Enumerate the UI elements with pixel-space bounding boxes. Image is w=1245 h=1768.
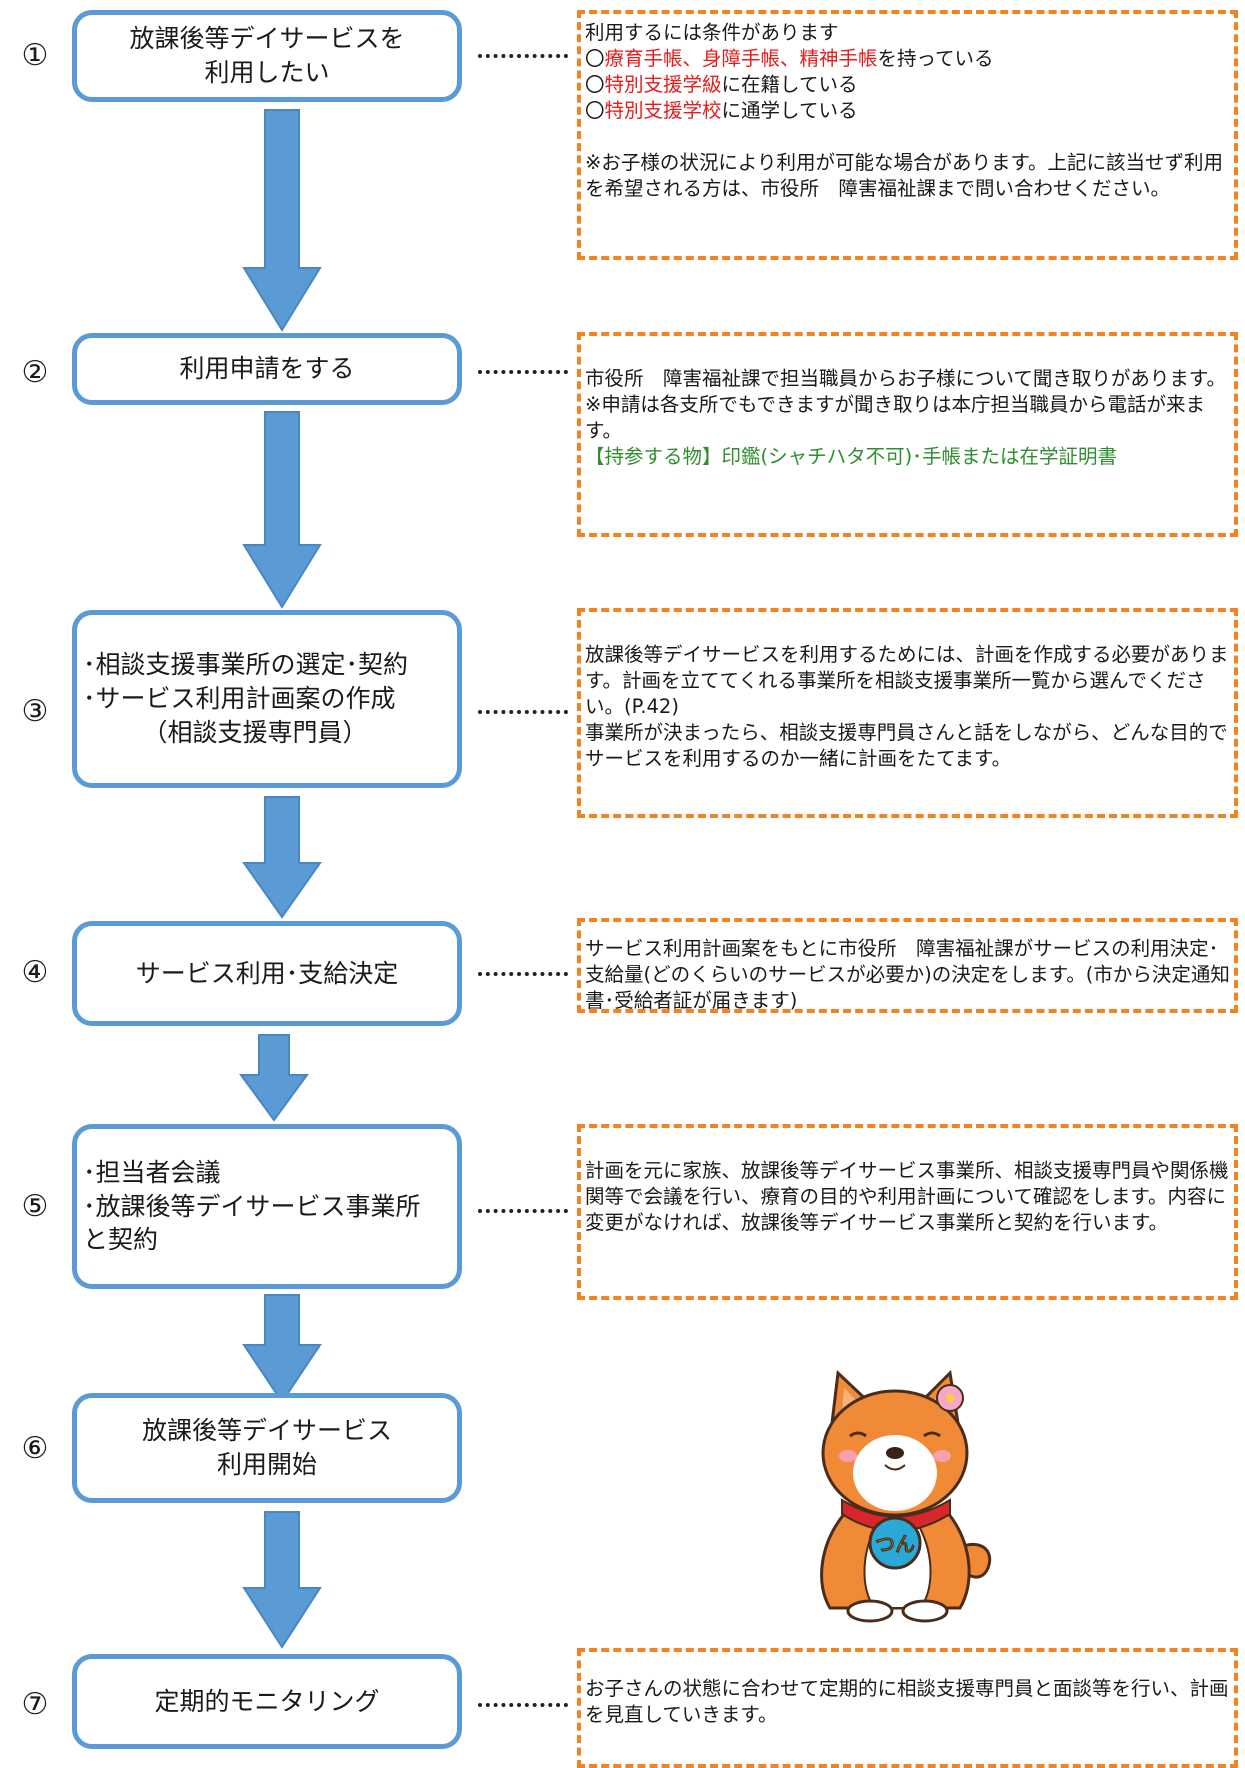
mascot-badge-text: つん [875, 1532, 915, 1556]
step-number-4: ④ [21, 955, 49, 990]
note-2-line-1: 市役所 障害福祉課で担当職員からお子様について聞き取りがあります。 [585, 367, 1226, 390]
step-box-1: 放課後等デイサービスを 利用したい [72, 10, 462, 102]
arrow-down-3 [242, 796, 322, 919]
mascot-dog-illustration: つん [820, 1369, 992, 1623]
arrow-down-5 [242, 1294, 322, 1404]
note-box-5: 計画を元に家族、放課後等デイサービス事業所、相談支援専門員や関係機関等で会議を行… [577, 1124, 1238, 1300]
step-2-line-1: 利用申請をする [179, 354, 355, 384]
step-box-4: サービス利用･支給決定 [72, 921, 462, 1026]
connector-dots-3 [478, 710, 568, 718]
step-box-7: 定期的モニタリング [72, 1654, 462, 1749]
note-box-1: 利用するには条件があります 〇療育手帳、身障手帳、精神手帳を持っている 〇特別支… [577, 10, 1238, 260]
note-1-condition-2: 〇特別支援学級に在籍している [585, 72, 858, 96]
note-5-line-1: 計画を元に家族、放課後等デイサービス事業所、相談支援専門員や関係機関等で会議を行… [585, 1159, 1229, 1234]
step-box-5: ･担当者会議 ･放課後等デイサービス事業所 と契約 [72, 1124, 462, 1289]
connector-dots-4 [478, 972, 568, 980]
arrow-down-4 [239, 1034, 309, 1122]
step-3-line-1: ･相談支援事業所の選定･契約 [83, 650, 409, 680]
note-box-2: 市役所 障害福祉課で担当職員からお子様について聞き取りがあります。 ※申請は各支… [577, 332, 1238, 537]
step-5-line-2: ･放課後等デイサービス事業所 [83, 1191, 421, 1221]
arrow-down-2 [242, 411, 322, 609]
step-number-7: ⑦ [21, 1687, 49, 1722]
step-number-1: ① [21, 38, 49, 73]
step-5-line-1: ･担当者会議 [83, 1157, 221, 1187]
step-number-3: ③ [21, 694, 49, 729]
note-box-3: 放課後等デイサービスを利用するためには、計画を作成する必要があります。計画を立て… [577, 608, 1238, 818]
note-3-line-2: 事業所が決まったら、相談支援専門員さんと話をしながら、どんな目的でサービスを利用… [585, 720, 1228, 770]
step-number-5: ⑤ [21, 1189, 49, 1224]
note-1-condition-3: 〇特別支援学校に通学している [585, 98, 858, 122]
note-4-line-1: サービス利用計画案をもとに市役所 障害福祉課がサービスの利用決定･支給量(どのく… [585, 937, 1230, 1012]
step-1-line-2: 利用したい [204, 58, 330, 87]
note-box-7: お子さんの状態に合わせて定期的に相談支援専門員と面談等を行い、計画を見直していき… [577, 1648, 1238, 1768]
note-1-remark: ※お子様の状況により利用が可能な場合があります。上記に該当せず利用を希望される方… [585, 150, 1223, 200]
step-number-2: ② [21, 355, 49, 390]
note-3-line-1: 放課後等デイサービスを利用するためには、計画を作成する必要があります。計画を立て… [585, 643, 1229, 718]
connector-dots-7 [478, 1703, 568, 1711]
step-box-3: ･相談支援事業所の選定･契約 ･サービス利用計画案の作成 （相談支援専門員） [72, 610, 462, 788]
step-7-line-1: 定期的モニタリング [154, 1686, 380, 1716]
arrow-down-1 [242, 109, 322, 332]
connector-dots-1 [478, 54, 568, 62]
note-7-line-1: お子さんの状態に合わせて定期的に相談支援専門員と面談等を行い、計画を見直していき… [585, 1677, 1229, 1726]
step-6-line-1: 放課後等デイサービス [141, 1416, 392, 1446]
note-2-line-2: ※申請は各支所でもできますが聞き取りは本庁担当職員から電話が来ます。 [585, 392, 1206, 442]
connector-dots-5 [478, 1209, 568, 1217]
step-3-line-3: （相談支援専門員） [142, 717, 368, 747]
arrow-down-6 [242, 1511, 322, 1649]
step-6-line-2: 利用開始 [216, 1450, 317, 1479]
step-4-line-1: サービス利用･支給決定 [135, 958, 399, 988]
step-number-6: ⑥ [21, 1431, 49, 1466]
note-1-condition-1: 〇療育手帳、身障手帳、精神手帳を持っている [585, 46, 994, 70]
connector-dots-2 [478, 370, 568, 378]
step-3-line-2: ･サービス利用計画案の作成 [83, 684, 396, 714]
step-box-6: 放課後等デイサービス 利用開始 [72, 1393, 462, 1503]
note-2-bring-items: 【持参する物】印鑑(シャチハタ不可)･手帳または在学証明書 [585, 444, 1117, 468]
step-5-line-3: と契約 [83, 1225, 159, 1255]
note-box-4: サービス利用計画案をもとに市役所 障害福祉課がサービスの利用決定･支給量(どのく… [577, 918, 1238, 1013]
step-box-2: 利用申請をする [72, 333, 462, 405]
note-1-intro: 利用するには条件があります [585, 21, 839, 44]
step-1-line-1: 放課後等デイサービスを [129, 24, 405, 54]
